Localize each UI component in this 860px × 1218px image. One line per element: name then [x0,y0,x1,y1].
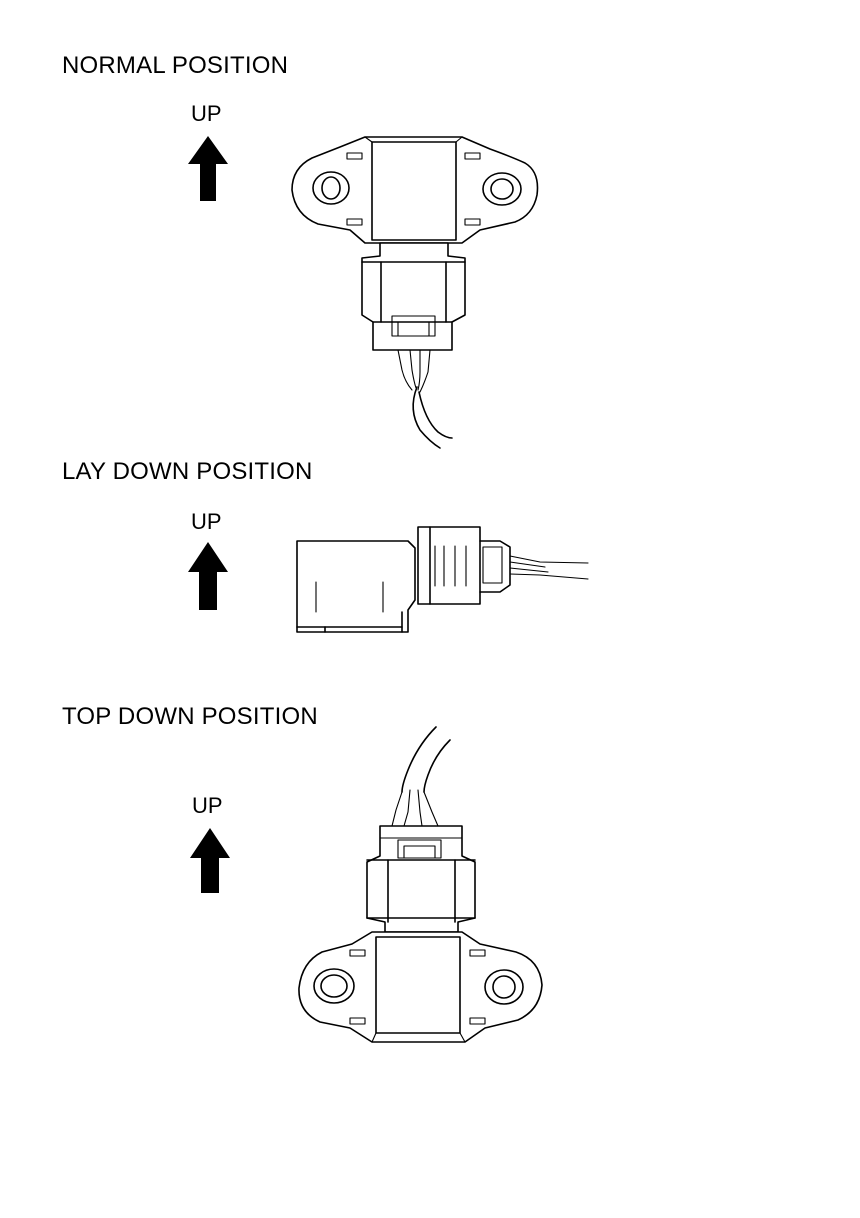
normal-position-title: NORMAL POSITION [62,52,289,79]
sensor-lay-down-position [296,526,589,633]
up-arrow-icon [188,136,228,201]
sensor-normal-position [291,136,539,449]
lay-down-position-title: LAY DOWN POSITION [62,458,313,485]
top-down-up-label: UP [192,793,223,818]
normal-up-label: UP [191,101,222,126]
sensor-top-down-position [298,726,543,1043]
up-arrow-icon [188,542,228,610]
lay-down-up-label: UP [191,509,222,534]
top-down-position-title: TOP DOWN POSITION [62,703,318,730]
up-arrow-icon [190,828,230,893]
